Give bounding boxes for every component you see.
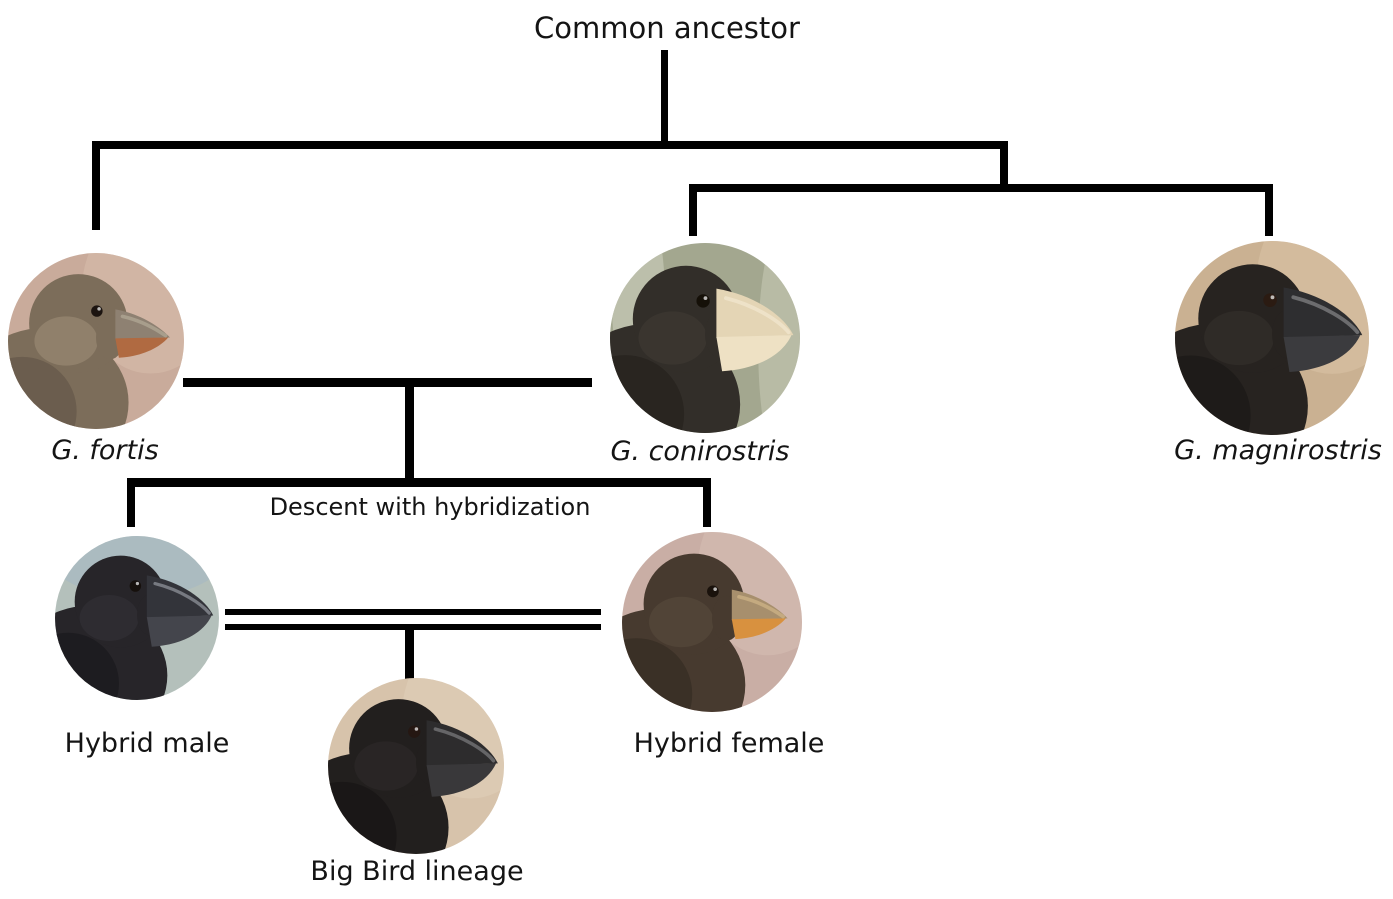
label-g-conirostris: G. conirostris	[610, 436, 790, 467]
edge-to-g-magnirostris	[1265, 184, 1273, 236]
root-label: Common ancestor	[534, 11, 800, 45]
finch-photo-big-bird	[328, 678, 504, 854]
eye	[707, 585, 719, 598]
finch-illustration	[622, 532, 802, 712]
beak	[731, 618, 786, 640]
portrait-hybrid-male	[55, 536, 219, 700]
label-g-fortis: G. fortis	[51, 435, 159, 466]
edge-to-g-conirostris	[689, 184, 697, 236]
edge-hybrid-stem	[405, 378, 414, 483]
eye	[91, 305, 103, 317]
beak	[731, 589, 788, 621]
edge-root-stem	[661, 50, 668, 146]
eye	[696, 294, 710, 308]
hybridization-caption: Descent with hybridization	[269, 493, 591, 521]
finch-illustration	[55, 536, 219, 700]
label-hybrid-male: Hybrid male	[64, 728, 230, 759]
edge-hybrid-split	[127, 478, 711, 487]
beak	[146, 615, 212, 647]
beak	[115, 309, 170, 340]
edge-to-g-fortis	[92, 141, 100, 230]
finch-illustration	[610, 243, 800, 433]
label-hybrid-female: Hybrid female	[633, 728, 825, 759]
finch-illustration	[8, 253, 184, 429]
finch-illustration	[1175, 241, 1369, 435]
beak	[426, 763, 497, 797]
beak	[115, 337, 169, 358]
finch-photo-g-magnirostris	[1175, 241, 1369, 435]
edge-to-hybrid-female	[703, 478, 711, 527]
beak	[1283, 335, 1361, 372]
eye	[129, 580, 142, 592]
label-big-bird: Big Bird lineage	[310, 856, 524, 887]
edge-to-hybrid-male	[127, 478, 135, 527]
finch-illustration	[328, 678, 504, 854]
portrait-big-bird	[328, 678, 504, 854]
edge-hybrid-cross	[183, 378, 592, 387]
beak	[716, 335, 792, 372]
edge-to-big-bird	[405, 626, 414, 681]
portrait-g-conirostris	[610, 243, 800, 433]
finch-photo-hybrid-male	[55, 536, 219, 700]
eye	[408, 725, 421, 738]
eye	[1263, 293, 1277, 307]
mating-line-top	[225, 609, 601, 615]
finch-photo-hybrid-female	[622, 532, 802, 712]
portrait-g-magnirostris	[1175, 241, 1369, 435]
portrait-hybrid-female	[622, 532, 802, 712]
label-g-magnirostris: G. magnirostris	[1174, 435, 1382, 466]
edge-inner-clade-stem	[1000, 141, 1008, 192]
edge-inner-split	[689, 184, 1273, 192]
edge-primary-split	[93, 141, 1008, 149]
finch-photo-g-fortis	[8, 253, 184, 429]
portrait-g-fortis	[8, 253, 184, 429]
finch-photo-g-conirostris	[610, 243, 800, 433]
